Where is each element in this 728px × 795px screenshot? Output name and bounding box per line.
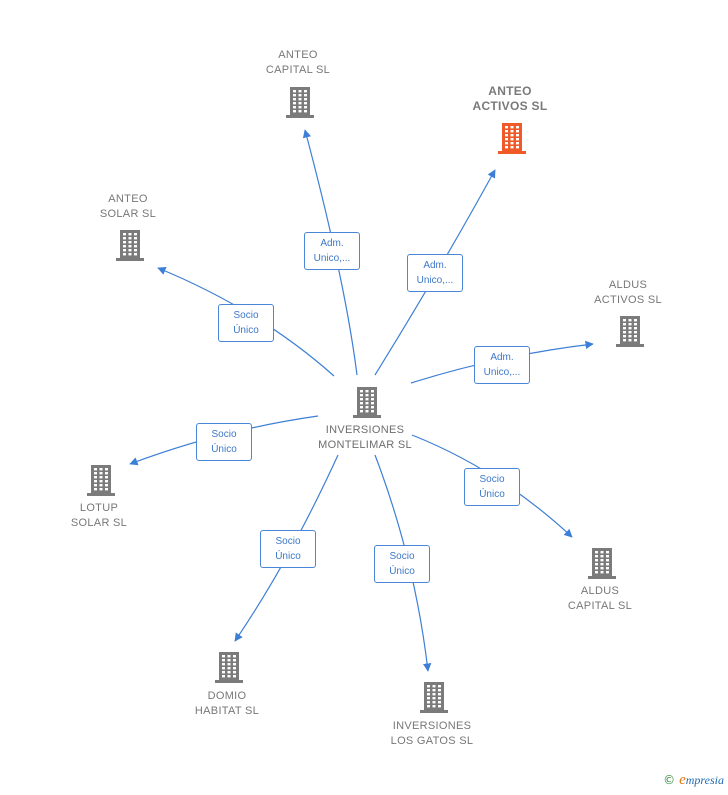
company-label-anteo-capital[interactable]: ANTEO CAPITAL SL xyxy=(265,49,331,76)
edge-label-anteo-solar[interactable]: Socio Único xyxy=(218,304,274,342)
building-icon xyxy=(353,387,381,418)
building-icon xyxy=(116,230,144,261)
company-label-domio-habitat[interactable]: DOMIO HABITAT SL xyxy=(194,690,260,717)
building-icon xyxy=(616,316,644,347)
building-icon xyxy=(286,87,314,118)
building-icon xyxy=(420,682,448,713)
company-label-aldus-capital[interactable]: ALDUS CAPITAL SL xyxy=(567,585,633,612)
company-label-anteo-activos[interactable]: ANTEO ACTIVOS SL xyxy=(472,84,548,113)
building-icon xyxy=(498,123,526,154)
building-icon xyxy=(588,548,616,579)
company-label-anteo-solar[interactable]: ANTEO SOLAR SL xyxy=(99,193,157,220)
edge-label-lotup-solar[interactable]: Socio Único xyxy=(196,423,252,461)
empresia-brand: ©empresia xyxy=(663,772,724,788)
edge-label-domio-habitat[interactable]: Socio Único xyxy=(260,530,316,568)
company-label-inversiones-los-gatos[interactable]: INVERSIONES LOS GATOS SL xyxy=(390,720,474,747)
copyright-icon: © xyxy=(663,773,676,787)
building-icon xyxy=(215,652,243,683)
building-icon xyxy=(87,465,115,496)
edge-label-inversiones-los-gatos[interactable]: Socio Único xyxy=(374,545,430,583)
center-company-label[interactable]: INVERSIONES MONTELIMAR SL xyxy=(318,424,412,451)
edge-label-aldus-capital[interactable]: Socio Único xyxy=(464,468,520,506)
edge-label-anteo-activos[interactable]: Adm. Unico,... xyxy=(407,254,463,292)
edge-label-anteo-capital[interactable]: Adm. Unico,... xyxy=(304,232,360,270)
edge-label-aldus-activos[interactable]: Adm. Unico,... xyxy=(474,346,530,384)
company-label-lotup-solar[interactable]: LOTUP SOLAR SL xyxy=(70,502,128,529)
company-label-aldus-activos[interactable]: ALDUS ACTIVOS SL xyxy=(594,279,662,306)
